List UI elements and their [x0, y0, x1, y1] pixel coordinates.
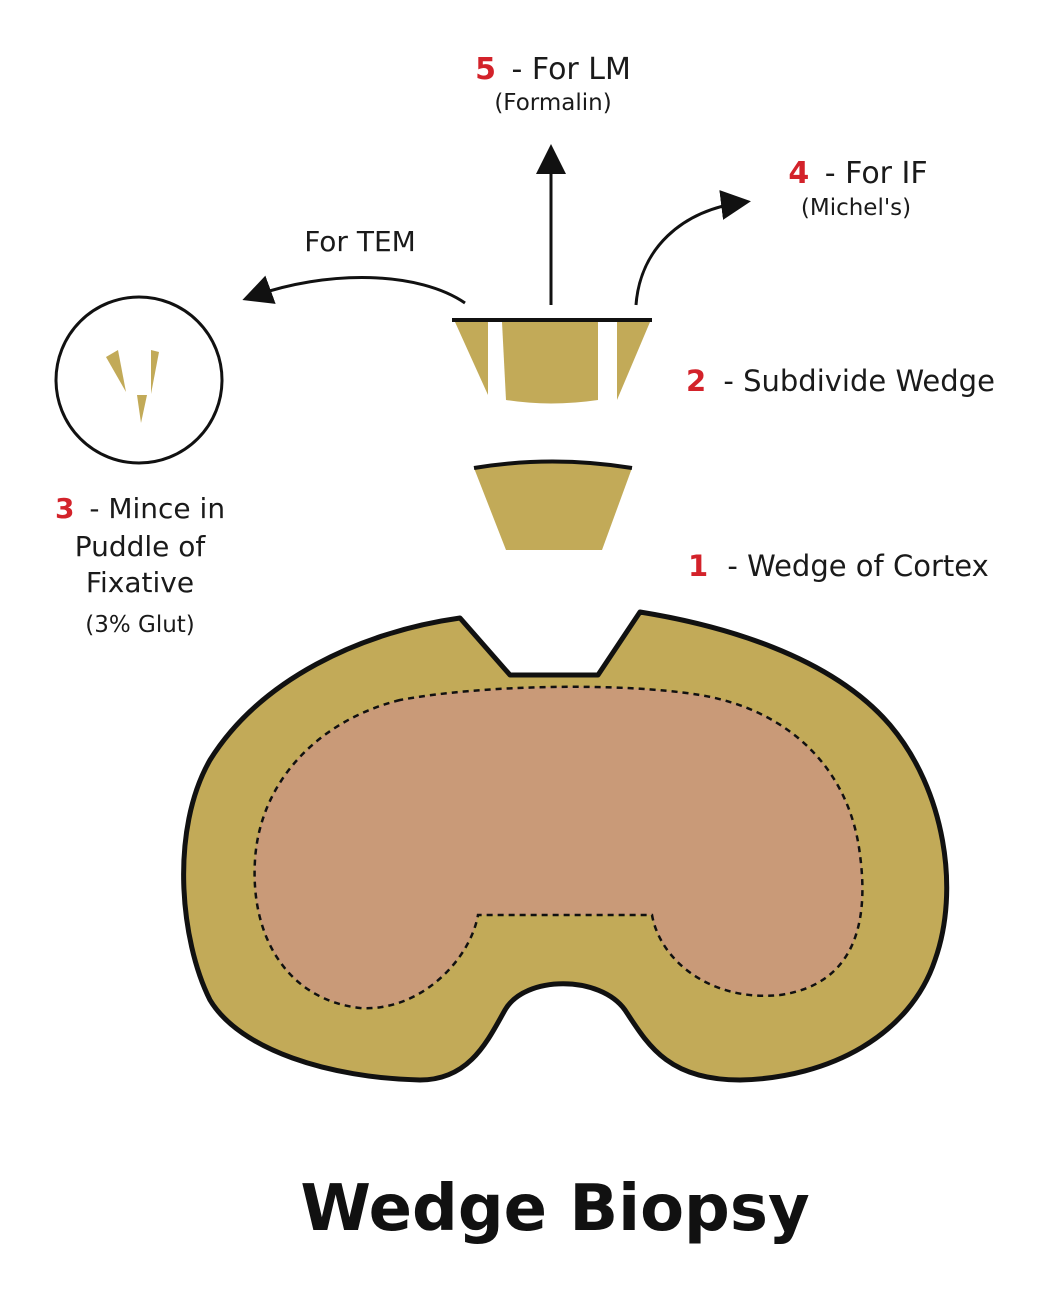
- mince-piece: [151, 350, 159, 394]
- wedge-piece-left: [455, 322, 488, 395]
- diagram-title: Wedge Biopsy: [300, 1172, 809, 1246]
- step-2-number: 2: [686, 364, 706, 398]
- step-5-text: - For LM: [512, 52, 631, 87]
- mince-piece: [106, 350, 126, 392]
- step-4-number: 4: [788, 156, 809, 191]
- step-3-label: 3 - Mince in: [55, 492, 225, 525]
- step-5-number: 5: [475, 52, 496, 87]
- step-2-label: 2 - Subdivide Wedge: [686, 364, 995, 398]
- step-3-text: - Mince in: [89, 492, 225, 525]
- step-1-text: - Wedge of Cortex: [727, 549, 988, 583]
- tem-label: For TEM: [304, 225, 416, 258]
- step-4-sub: (Michel's): [801, 195, 911, 221]
- step-5-label: 5 - For LM: [475, 52, 631, 87]
- arrow-to-tem: [242, 275, 466, 305]
- arrow-to-if: [634, 190, 751, 306]
- step-3-sub: (3% Glut): [85, 612, 195, 638]
- step-5-sub: (Formalin): [494, 90, 611, 116]
- step-3-line-2: Fixative: [86, 566, 194, 599]
- step-1-number: 1: [688, 549, 708, 583]
- subdivided-wedge-icon: [452, 318, 652, 404]
- step-2-text: - Subdivide Wedge: [723, 364, 995, 398]
- wedge-icon: [473, 459, 633, 550]
- kidney-icon: [181, 609, 950, 1083]
- step-4-label: 4 - For IF: [788, 156, 927, 191]
- kidney-medulla: [253, 685, 864, 1010]
- step-3-number: 3: [55, 492, 74, 525]
- step-3-line-1: Puddle of: [75, 530, 207, 563]
- step-4-text: - For IF: [825, 156, 928, 191]
- wedge-piece-middle: [502, 322, 598, 404]
- mince-piece: [137, 395, 147, 423]
- dish-icon: [54, 295, 224, 465]
- step-1-label: 1 - Wedge of Cortex: [688, 549, 989, 583]
- wedge-piece-right: [617, 322, 650, 400]
